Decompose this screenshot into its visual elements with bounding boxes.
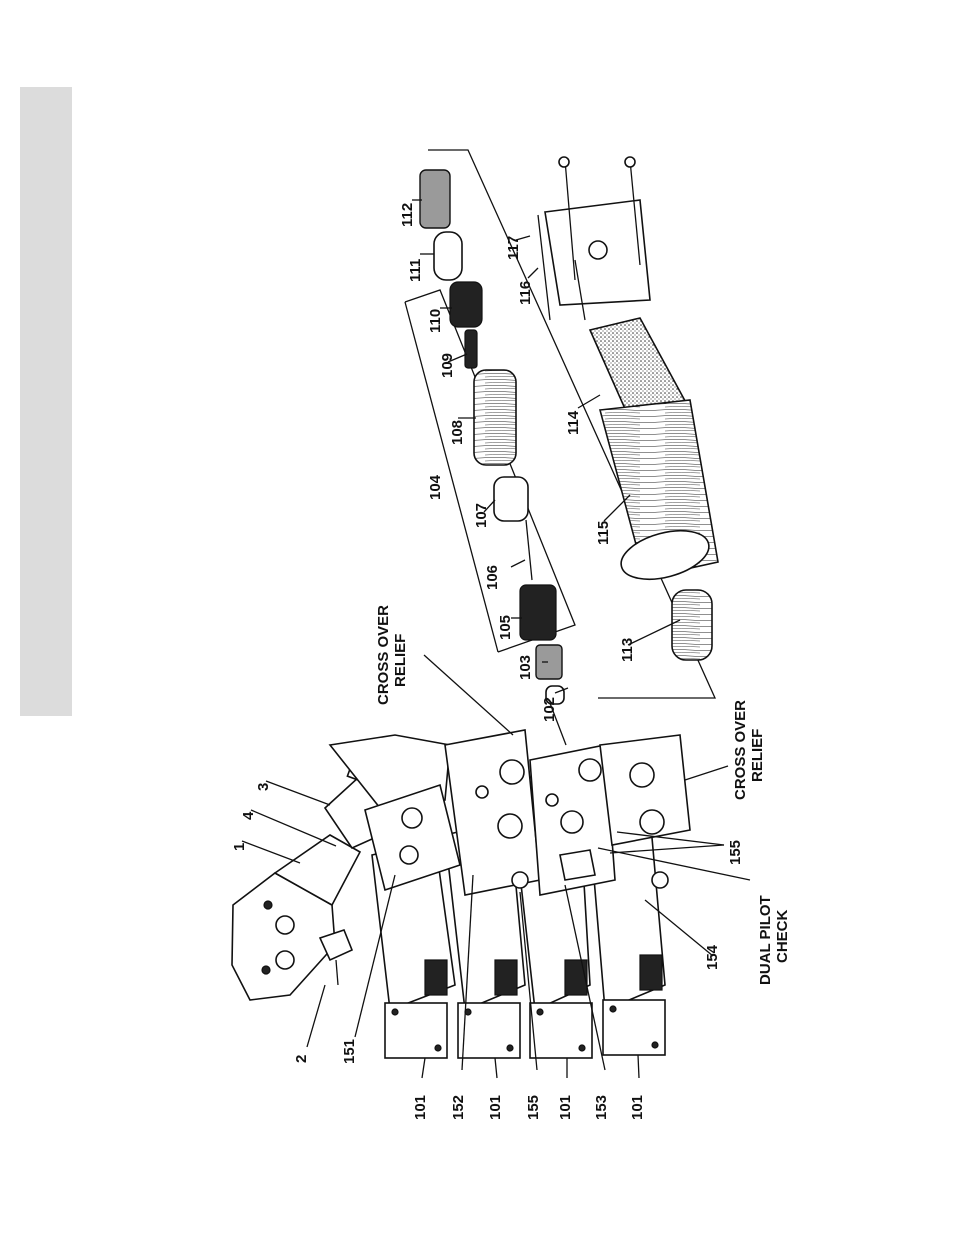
- label-106: 106: [484, 565, 501, 590]
- label-dual-pilot-check: DUAL PILOT CHECK: [757, 891, 791, 985]
- label-4: 4: [240, 811, 257, 820]
- label-1: 1: [231, 843, 248, 851]
- cylinder-assembly: [538, 157, 718, 588]
- label-102: 102: [541, 697, 558, 722]
- label-cross-over-relief-bottom: CROSS OVER RELIEF: [732, 696, 766, 800]
- label-101-c: 101: [557, 1095, 574, 1120]
- label-3: 3: [255, 783, 272, 791]
- label-cross-over-relief-top: CROSS OVER RELIEF: [375, 601, 409, 705]
- label-111: 111: [407, 259, 424, 282]
- label-113: 113: [619, 638, 636, 662]
- label-154: 154: [704, 944, 721, 970]
- label-155-a: 155: [525, 1095, 542, 1120]
- label-2: 2: [293, 1055, 310, 1063]
- label-101-b: 101: [487, 1095, 504, 1120]
- label-110: 110: [427, 309, 444, 333]
- label-153: 153: [593, 1095, 610, 1120]
- label-101-d: 101: [629, 1095, 646, 1120]
- label-115: 115: [595, 521, 612, 545]
- label-112: 112: [399, 203, 416, 227]
- label-103: 103: [517, 655, 534, 680]
- label-101-a: 101: [412, 1095, 429, 1120]
- valve-stack: [232, 730, 690, 1058]
- label-107: 107: [473, 503, 490, 528]
- label-151: 151: [341, 1039, 358, 1064]
- label-155-b: 155: [727, 840, 744, 865]
- label-109: 109: [439, 353, 456, 378]
- label-117: 117: [505, 236, 522, 260]
- label-108: 108: [449, 420, 466, 445]
- label-105: 105: [497, 615, 514, 640]
- label-116: 116: [517, 281, 534, 305]
- label-114: 114: [565, 410, 582, 435]
- label-104: 104: [427, 474, 444, 500]
- label-152: 152: [450, 1095, 467, 1120]
